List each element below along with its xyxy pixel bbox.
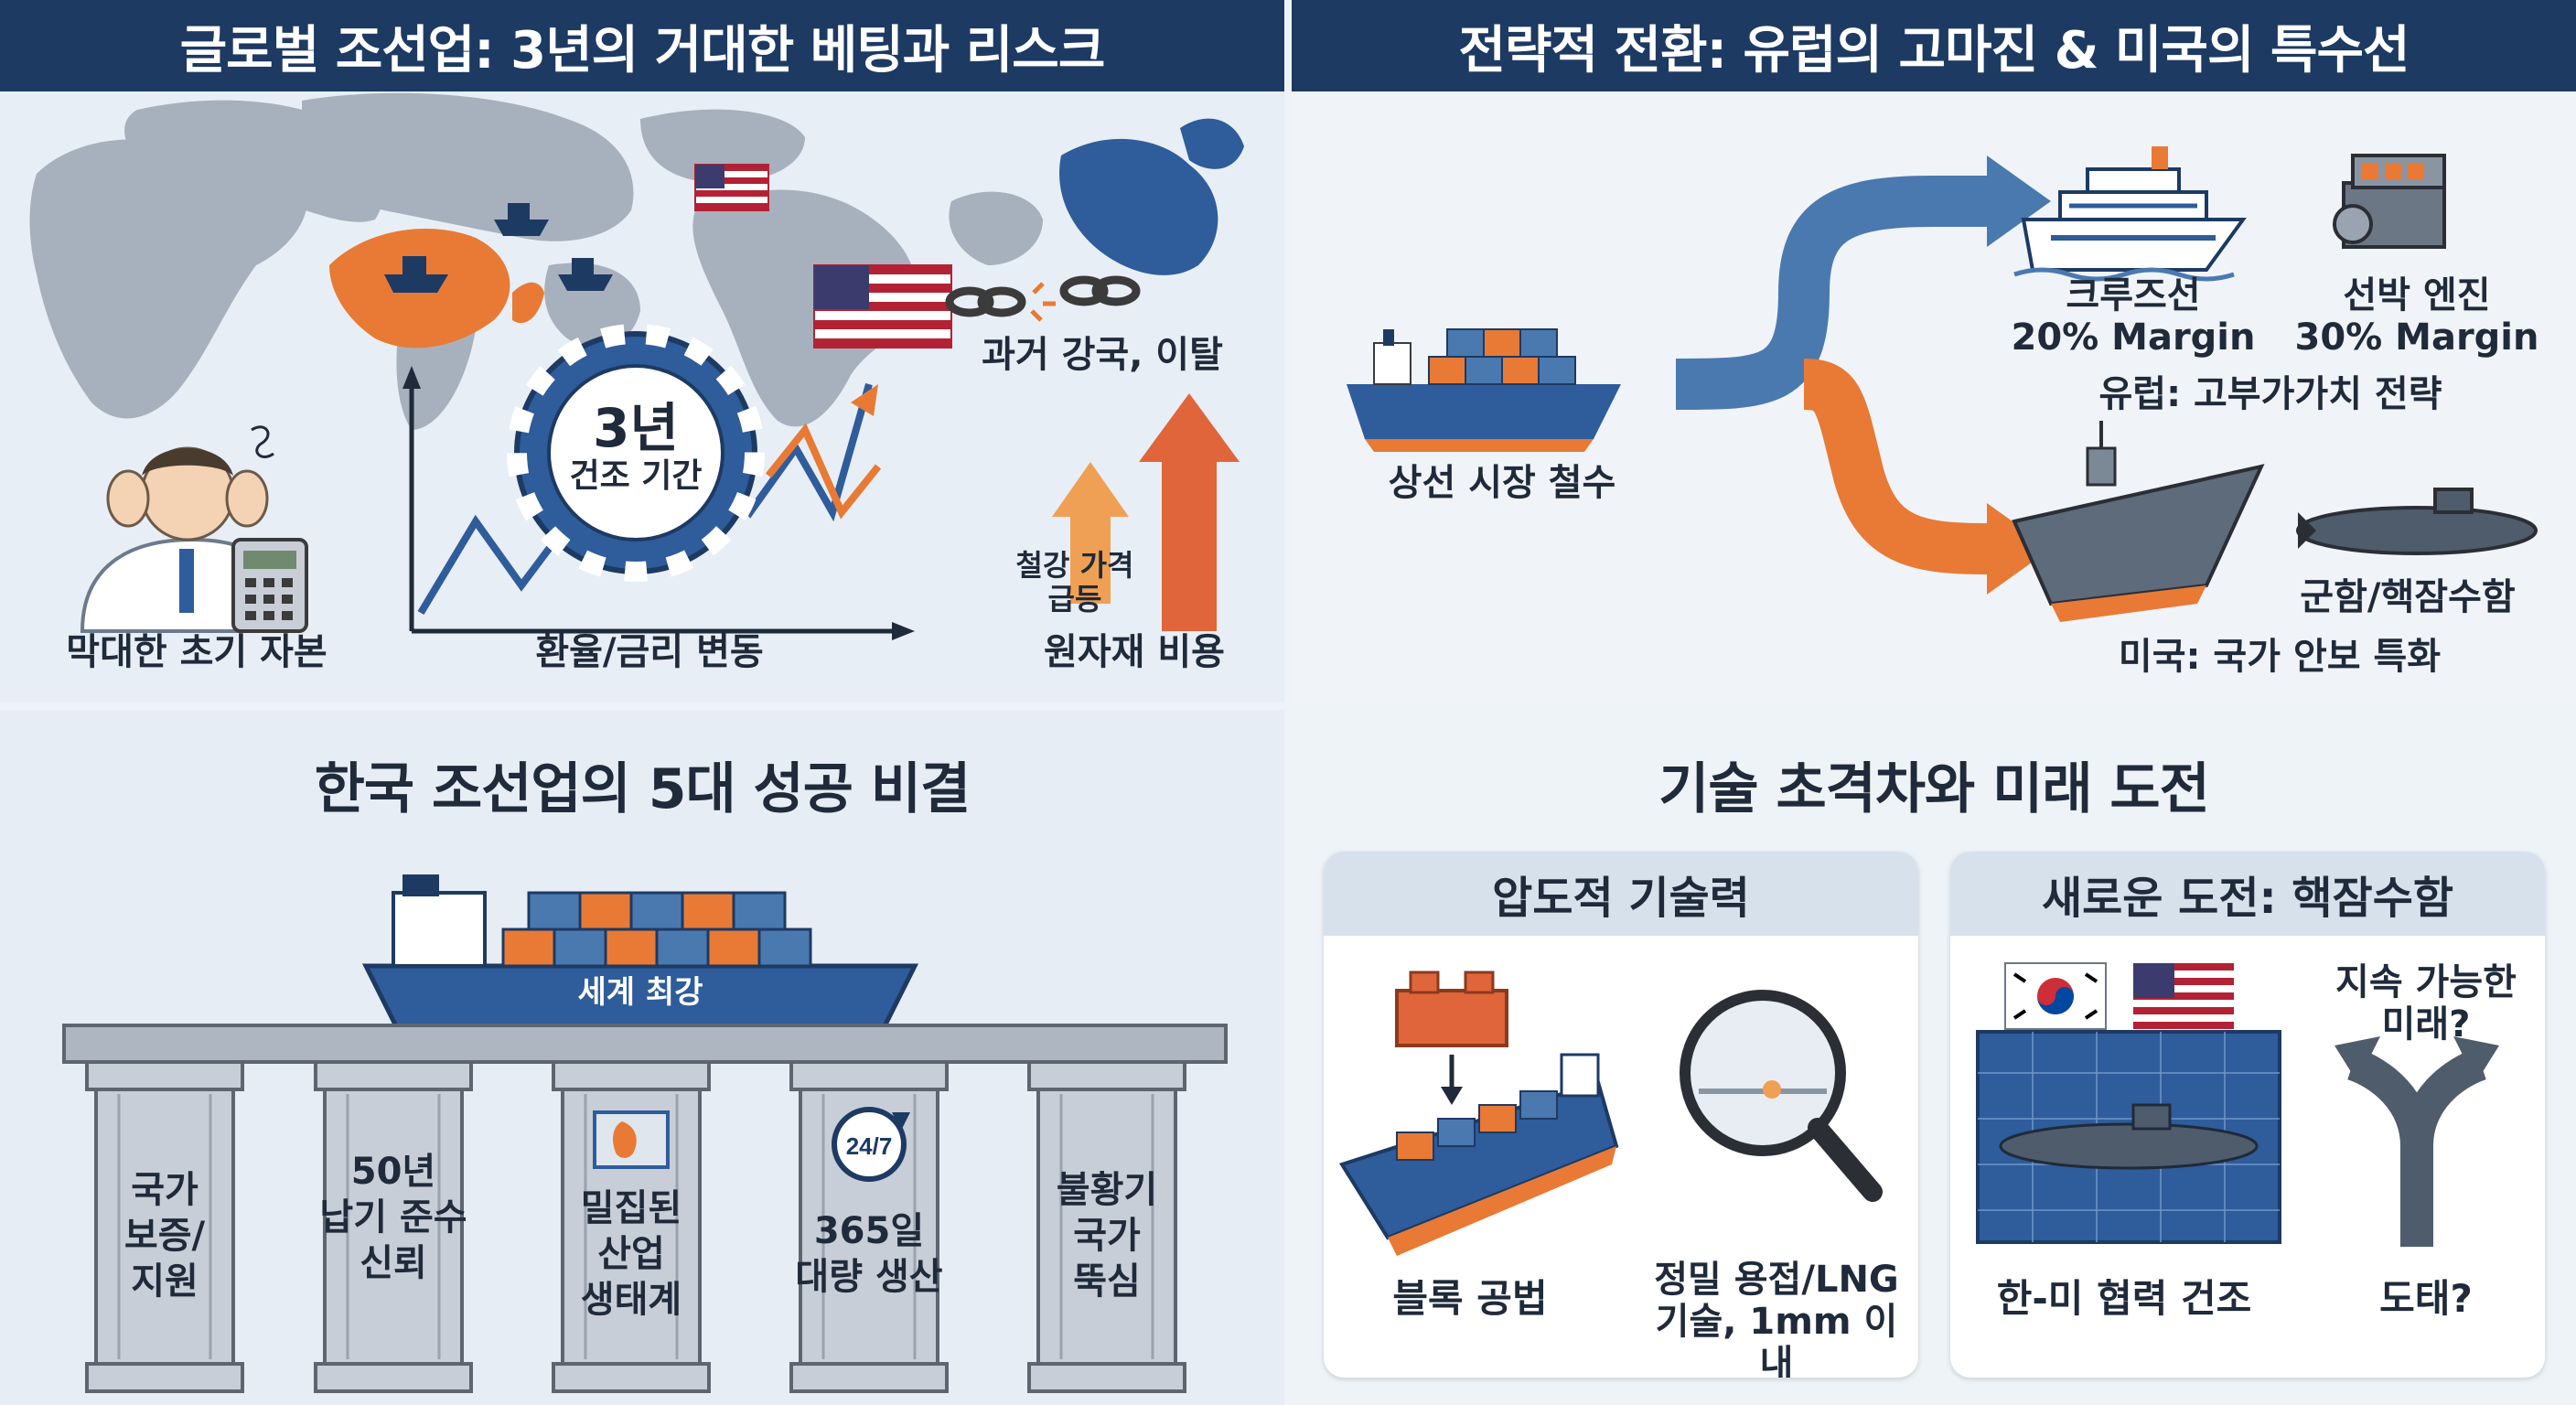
chip-build-period: 건조 기간	[569, 457, 703, 495]
panel-title: 글로벌 조선업: 3년의 거대한 베팅과 리스크	[0, 0, 1284, 91]
aircraft-carrier-icon	[2012, 421, 2265, 622]
out-label: 도태?	[2379, 1276, 2473, 1321]
section-title: 기술 초격차와 미래 도전	[1658, 757, 2210, 821]
magnifier-icon	[1680, 990, 1883, 1202]
panel-tech-future: 기술 초격차와 미래 도전 압도적 기술력	[1292, 710, 2576, 1405]
japan-highlight	[512, 282, 544, 324]
us-flag-icon	[2133, 963, 2234, 1029]
pillar-3-label: 밀집된 산업 생태계	[580, 1187, 682, 1321]
fx-label: 환율/금리 변동	[535, 631, 764, 673]
tech-card: 압도적 기술력	[1324, 852, 1918, 1378]
merchant-label: 상선 시장 철수	[1388, 462, 1616, 504]
coop-label: 한-미 협력 건조	[1996, 1276, 2252, 1321]
section-title: 한국 조선업의 5대 성공 비결	[314, 757, 971, 821]
sustain-label: 지속 가능한 미래?	[2335, 961, 2517, 1046]
panel-title: 전략적 전환: 유럽의 고마진 & 미국의 특수선	[1292, 0, 2576, 91]
submarine-icon	[2296, 488, 2538, 555]
block-ship-icon	[1338, 1053, 1619, 1256]
container-ship-icon	[1347, 328, 1621, 452]
korea-map-icon	[593, 1110, 670, 1169]
cruise-ship-icon	[2013, 146, 2247, 282]
card-title: 새로운 도전: 핵잠수함	[1950, 852, 2545, 936]
blueprint-icon	[1976, 1030, 2281, 1244]
tech-illustration	[1338, 971, 1883, 1256]
panel-global-shipbuilding: 글로벌 조선업: 3년의 거대한 베팅과 리스크	[0, 0, 1284, 702]
pillar-4-label: 365일 대량 생산	[795, 1210, 943, 1298]
ship-banner: 세계 최강	[577, 974, 703, 1011]
navy-label: 군함/핵잠수함	[2300, 576, 2516, 618]
three-year-chip	[507, 324, 765, 582]
calculator-icon	[231, 538, 308, 633]
card-title: 압도적 기술력	[1324, 852, 1918, 936]
break-spark-icon	[1030, 282, 1056, 322]
pillar-1-label: 국가 보증/ 지원	[123, 1169, 206, 1303]
korea-flag-icon	[2004, 962, 2107, 1030]
engine-label: 선박 엔진 30% Margin	[2294, 274, 2539, 359]
clock-247-icon	[832, 1107, 910, 1182]
pillar-5-label: 불황기 국가 뚝심	[1056, 1169, 1158, 1303]
ship-icon	[384, 203, 613, 293]
capital-label: 막대한 초기 자본	[66, 631, 327, 673]
raw-label: 원자재 비용	[1044, 631, 1225, 673]
weld-label: 정밀 용접/LNG 기술, 1mm 이내	[1654, 1259, 1899, 1378]
scandinavia-highlight	[1180, 118, 1244, 169]
europe-arrow-icon	[1987, 156, 2051, 247]
pillars-illustration: 24/7	[62, 874, 1228, 1393]
strategic-shift-illustration	[1347, 146, 2538, 622]
cruise-label: 크루즈선 20% Margin	[2011, 274, 2256, 359]
steel-label: 철강 가격 급등	[1015, 548, 1134, 617]
lego-block-icon	[1395, 971, 1508, 1047]
europe-label: 유럽: 고부가가치 전략	[2098, 373, 2442, 415]
block-label: 블록 공법	[1392, 1276, 1548, 1321]
global-risk-illustration	[29, 92, 1244, 640]
chip-years: 3년	[593, 397, 679, 459]
us-flag-small-icon	[694, 164, 769, 211]
panel-success-factors: 한국 조선업의 5대 성공 비결	[0, 710, 1284, 1405]
fork-arrow-icon	[2334, 1036, 2499, 1247]
steel-price-arrow-icon	[1052, 462, 1129, 604]
entablature	[62, 1024, 1228, 1064]
raw-cost-arrow-icon	[1139, 393, 1240, 631]
panel-strategic-shift: 전략적 전환: 유럽의 고마진 & 미국의 특수선	[1292, 0, 2576, 702]
flagship-icon	[361, 874, 919, 1059]
europe-highlight	[1059, 138, 1218, 275]
pillar-2-label: 50년 납기 준수 신뢰	[319, 1151, 467, 1284]
us-arrow-icon	[1987, 503, 2051, 595]
pillar-flutes	[117, 1094, 1154, 1359]
broken-chain-icon	[945, 275, 1141, 317]
submarine-card: 새로운 도전: 핵잠수함	[1950, 852, 2545, 1378]
ship-engine-icon	[2333, 154, 2446, 249]
leave-label: 과거 강국, 이탈	[982, 334, 1223, 376]
us-flag-icon	[813, 264, 952, 349]
clock-247-label: 24/7	[846, 1132, 893, 1160]
us-label: 미국: 국가 안보 특화	[2118, 636, 2442, 678]
us-arrow	[1802, 359, 1988, 574]
submarine-illustration	[1976, 962, 2499, 1247]
